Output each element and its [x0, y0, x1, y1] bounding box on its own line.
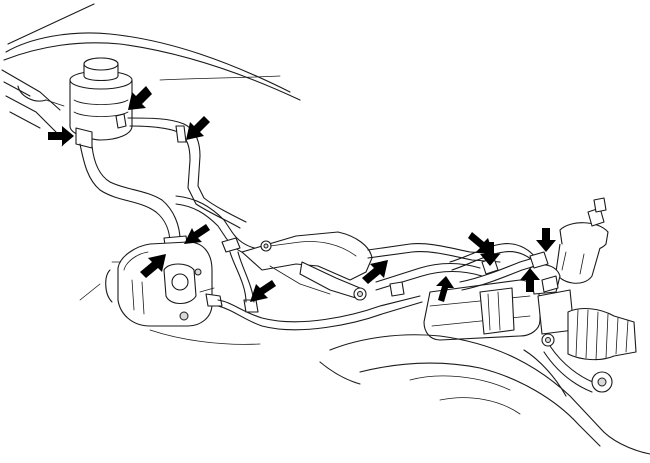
arrow-reservoir-return-hose [128, 86, 152, 110]
crossmember-bracket [241, 231, 373, 301]
arrow-pressure-tube-clamp [250, 280, 276, 302]
reservoir-return-hose [115, 113, 247, 229]
arrow-pump-pressure-union [140, 254, 166, 278]
pressure-line [217, 295, 423, 331]
arrow-pump-inlet-union [184, 224, 210, 244]
arrow-crossmember-tube-clamp [362, 260, 388, 284]
steering-gear [423, 279, 575, 347]
subframe-outline [79, 283, 650, 455]
arrow-reservoir-outlet-clamp [48, 126, 74, 146]
arrow-gear-pressure-union-bottom [468, 232, 494, 256]
body-panel-outline [1, 3, 301, 133]
return-tubes [367, 243, 501, 297]
callout-arrows [48, 86, 556, 302]
arrow-reservoir-bracket [186, 116, 210, 140]
arrow-gear-return-hose-clamp-bottom [520, 268, 540, 292]
power-steering-pump [105, 241, 223, 327]
rack-boot [567, 307, 637, 361]
arrow-gear-pressure-union-top [536, 228, 556, 252]
reservoir [61, 57, 133, 149]
arrow-return-tube-bracket [436, 276, 454, 302]
tie-rod-end [543, 345, 613, 393]
supply-hose [79, 143, 189, 253]
